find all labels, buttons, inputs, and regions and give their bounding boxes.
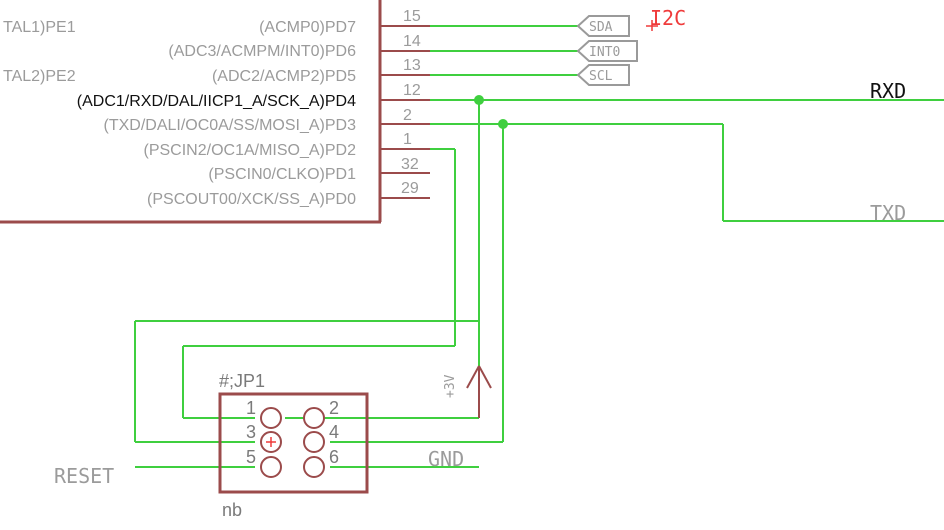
jp1-pin-6[interactable] — [303, 456, 325, 478]
jp1-header-symbol: #;JP1 nb 1 2 3 4 5 6 — [218, 371, 369, 520]
pin-number-12: 12 — [403, 82, 421, 99]
sda-tag-shape[interactable] — [576, 15, 630, 37]
pin-label-pd1: (PSCIN0/CLKO)PD1 — [208, 166, 356, 183]
gnd-net-label: GND — [428, 447, 464, 471]
jp1-pin-5[interactable] — [260, 456, 282, 478]
pin-label-pd4: (ADC1/RXD/DAL/IICP1_A/SCK_A)PD4 — [77, 93, 356, 110]
pin-number-14: 14 — [403, 33, 421, 50]
jp1-pin-number-5: 5 — [246, 447, 256, 467]
signal-wires — [134, 95, 944, 468]
pin-number-32: 32 — [401, 156, 419, 173]
mcu-right-pins: (ACMP0)PD7 (ADC3/ACMPM/INT0)PD6 (ADC2/AC… — [77, 8, 430, 208]
i2c-title: I2C — [650, 6, 686, 30]
rxd-net-label: RXD — [870, 79, 906, 103]
jp1-pin-2[interactable] — [303, 407, 325, 429]
pin-label-pd0: (PSCOUT00/XCK/SS_A)PD0 — [147, 191, 356, 208]
jp1-pin-number-6: 6 — [329, 447, 339, 467]
jp1-pin-number-4: 4 — [329, 422, 339, 442]
pin-label-pd6: (ADC3/ACMPM/INT0)PD6 — [168, 43, 356, 60]
jp1-pin-4[interactable] — [303, 431, 325, 453]
supply-arrow-right — [478, 365, 492, 389]
left-pin-label-pe1: TAL1)PE1 — [3, 19, 76, 36]
jp1-pin-number-1: 1 — [246, 398, 256, 418]
supply-net-label: +3V — [443, 374, 458, 398]
scl-tag-label: SCL — [589, 69, 613, 84]
jp1-pin-1[interactable] — [260, 407, 282, 429]
jp1-body[interactable] — [218, 392, 369, 494]
i2c-tags: SDA INT0 SCL I2C — [430, 6, 686, 86]
jp1-pin-number-2: 2 — [329, 398, 339, 418]
supply-symbol — [466, 365, 492, 418]
int0-tag-label: INT0 — [589, 45, 620, 60]
int0-tag-shape[interactable] — [576, 40, 638, 62]
pin-label-pd3: (TXD/DALI/OC0A/SS/MOSI_A)PD3 — [103, 117, 356, 134]
pin-number-2: 2 — [403, 107, 412, 124]
jp1-name-label: #;JP1 — [219, 371, 265, 391]
rxd-junction-dot[interactable] — [474, 95, 484, 105]
pin-label-pd5: (ADC2/ACMP2)PD5 — [212, 68, 356, 85]
sda-tag-label: SDA — [589, 20, 613, 35]
txd-junction-dot[interactable] — [498, 119, 508, 129]
supply-arrow-left — [466, 365, 480, 389]
pin-number-1: 1 — [403, 131, 412, 148]
pin-label-pd7: (ACMP0)PD7 — [259, 19, 356, 36]
net-labels: RXD TXD RESET GND +3V — [54, 79, 906, 488]
scl-tag-shape[interactable] — [576, 64, 630, 86]
left-pin-label-pe2: TAL2)PE2 — [3, 68, 76, 85]
mcu-left-labels: TAL1)PE1 TAL2)PE2 — [3, 19, 76, 85]
mcu-symbol: TAL1)PE1 TAL2)PE2 (ACMP0)PD7 (ADC3/ACMPM… — [0, 0, 430, 224]
pin-number-15: 15 — [403, 8, 421, 25]
pin-number-29: 29 — [401, 180, 419, 197]
jp1-pin-number-3: 3 — [246, 422, 256, 442]
txd-net-label: TXD — [870, 201, 906, 225]
jp1-value-label: nb — [222, 500, 242, 520]
reset-net-label: RESET — [54, 464, 114, 488]
pin-label-pd2: (PSCIN2/OC1A/MISO_A)PD2 — [144, 142, 357, 159]
pin-number-13: 13 — [403, 57, 421, 74]
